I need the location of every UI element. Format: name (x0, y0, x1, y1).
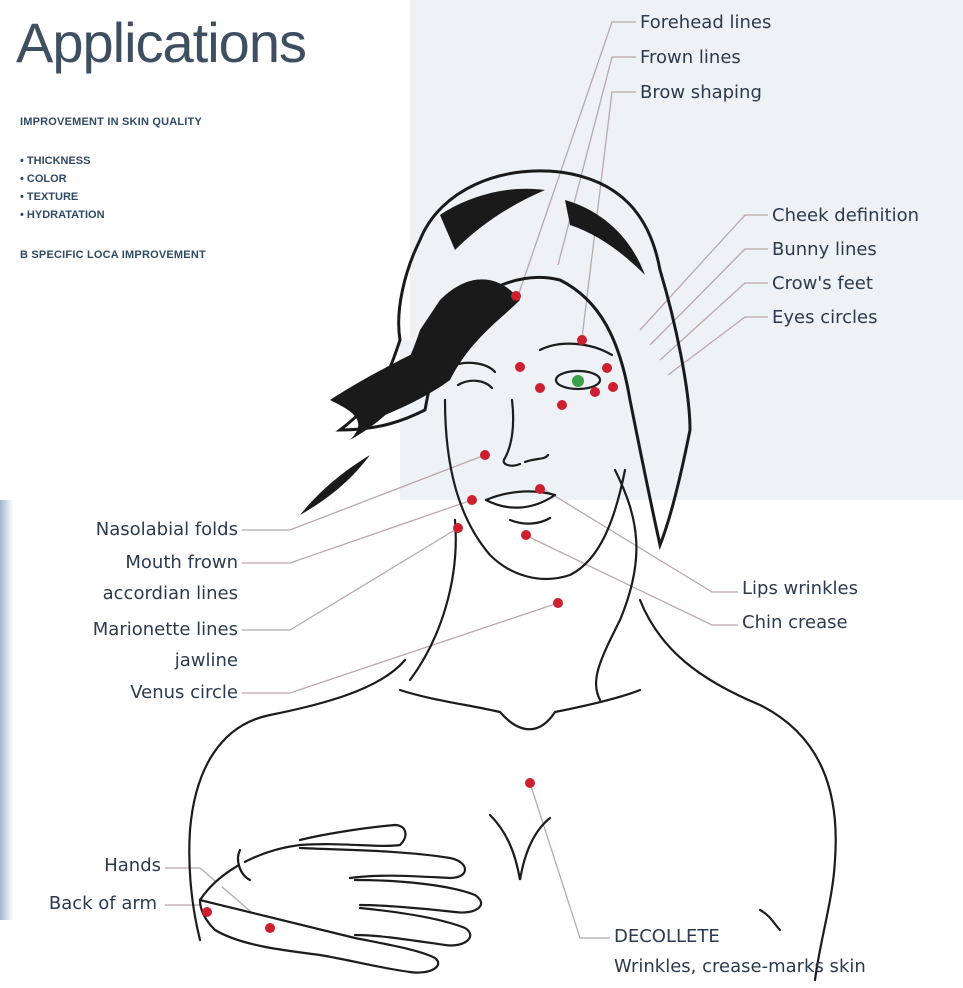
specific-note: B SPECIFIC LOCA IMPROVEMENT (20, 249, 206, 261)
marker-hands (265, 923, 275, 933)
leader-lips (545, 490, 738, 592)
marker-eye-inner (535, 383, 545, 393)
leader-decollete (530, 783, 610, 938)
leader-crows-feet (660, 283, 768, 360)
marker-brow (577, 335, 587, 345)
hair (300, 171, 690, 545)
marker-chin (521, 530, 531, 540)
label-forehead-lines: Forehead lines (640, 12, 771, 34)
marker-forehead (511, 291, 521, 301)
label-decollete-desc: Wrinkles, crease-marks skin (614, 956, 866, 978)
label-crows-feet: Crow's feet (772, 273, 873, 295)
list-item: • TEXTURE (20, 188, 105, 206)
leader-chin (525, 535, 738, 625)
marker-mouth-frown (467, 495, 477, 505)
label-cheek-definition: Cheek definition (772, 205, 919, 227)
marker-eye-circle (557, 400, 567, 410)
leader-venus (242, 603, 558, 693)
label-accordian-lines: accordian lines (103, 583, 238, 605)
marker-crows-2 (608, 382, 618, 392)
hand (200, 825, 481, 973)
label-decollete: DECOLLETE (614, 926, 720, 948)
label-lips-wrinkles: Lips wrinkles (742, 578, 858, 600)
label-hands: Hands (104, 855, 161, 877)
list-item: • THICKNESS (20, 152, 105, 170)
page-title: Applications (16, 10, 306, 75)
quality-list: • THICKNESS • COLOR • TEXTURE • HYDRATAT… (20, 152, 105, 224)
marker-marionette (453, 523, 463, 533)
label-eyes-circles: Eyes circles (772, 307, 877, 329)
leader-mouth-frown (242, 500, 472, 563)
leader-lines (165, 22, 768, 938)
marker-frown (515, 362, 525, 372)
label-mouth-frown: Mouth frown (125, 552, 238, 574)
label-frown-lines: Frown lines (640, 47, 741, 69)
leader-nasolabial (242, 455, 485, 530)
eye-iris (572, 375, 584, 387)
marker-back-arm (202, 907, 212, 917)
marker-nasolabial (480, 450, 490, 460)
label-back-of-arm: Back of arm (49, 893, 157, 915)
label-venus-circle: Venus circle (130, 682, 238, 704)
label-marionette-lines: Marionette lines (93, 619, 238, 641)
marker-crows-3 (590, 387, 600, 397)
list-item: • HYDRATATION (20, 206, 105, 224)
label-brow-shaping: Brow shaping (640, 82, 762, 104)
label-nasolabial-folds: Nasolabial folds (96, 519, 238, 541)
marker-lips (535, 484, 545, 494)
face-outline (189, 344, 835, 980)
marker-crows-1 (602, 363, 612, 373)
marker-decollete (525, 778, 535, 788)
leader-marionette (242, 528, 458, 630)
marker-venus (553, 598, 563, 608)
leader-forehead-lines (518, 22, 636, 296)
label-chin-crease: Chin crease (742, 612, 848, 634)
label-jawline: jawline (175, 650, 238, 672)
label-bunny-lines: Bunny lines (772, 239, 877, 261)
list-item: • COLOR (20, 170, 105, 188)
subtitle: IMPROVEMENT IN SKIN QUALITY (20, 116, 202, 128)
